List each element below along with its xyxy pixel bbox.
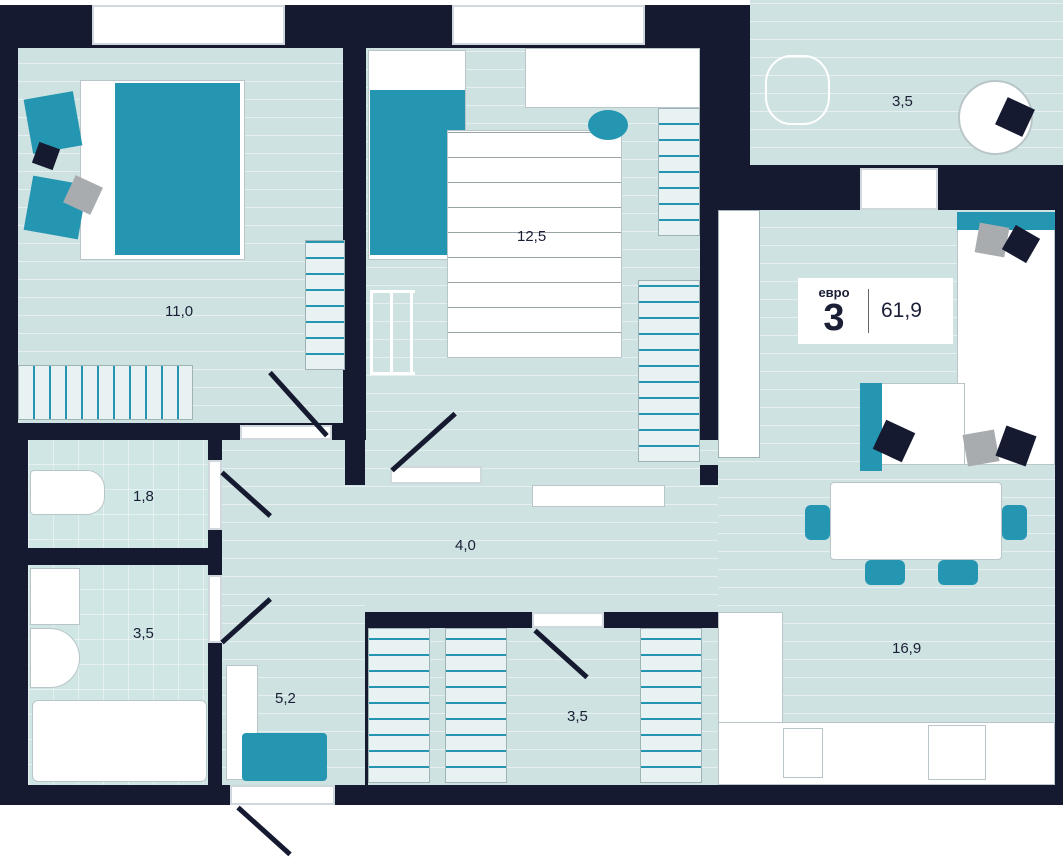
window: [452, 5, 645, 45]
total-area: 61,9: [881, 299, 922, 322]
area-hall: 4,0: [455, 537, 476, 554]
balcony-door: [860, 168, 938, 210]
mat: [242, 733, 327, 781]
chair: [805, 505, 830, 540]
pillow: [962, 429, 1000, 467]
rug: [447, 130, 622, 358]
bookshelf: [718, 210, 760, 458]
bookshelf: [658, 108, 700, 236]
doorway: [208, 575, 222, 643]
area-bedroom-1: 11,0: [165, 303, 194, 320]
chair: [938, 560, 978, 585]
window: [92, 5, 285, 45]
chair: [865, 560, 905, 585]
wardrobe: [640, 628, 702, 783]
bookshelf: [305, 240, 345, 370]
apartment-type: евро 3: [812, 286, 856, 337]
bed-blanket: [115, 83, 240, 255]
area-balcony: 3,5: [892, 93, 913, 110]
area-bathroom: 3,5: [133, 625, 154, 642]
area-storage: 3,5: [567, 708, 588, 725]
doorway: [532, 612, 604, 628]
type-label: евро: [818, 284, 850, 300]
doorway: [390, 466, 482, 484]
chair: [588, 110, 628, 140]
plant-icon: [765, 55, 830, 125]
wall: [700, 465, 718, 485]
chair: [1002, 505, 1027, 540]
divider: [868, 289, 869, 333]
washing-machine: [30, 568, 80, 625]
area-entry-hall: 5,2: [275, 690, 296, 707]
desk: [525, 48, 700, 108]
pillow: [974, 222, 1010, 258]
rooms-count: 3: [823, 296, 845, 339]
wardrobe: [18, 365, 193, 420]
wardrobe: [638, 280, 700, 462]
wardrobe: [445, 628, 507, 783]
sofa: [957, 225, 1055, 465]
pillow: [23, 91, 83, 154]
doorway: [240, 425, 332, 440]
doorway: [230, 785, 335, 805]
shoe-cabinet: [532, 485, 665, 507]
area-bedroom-2: 12,5: [517, 228, 547, 245]
ladder: [370, 290, 415, 375]
wardrobe: [368, 628, 430, 783]
washbasin: [30, 628, 80, 688]
dining-table: [830, 482, 1002, 560]
kitchen-counter: [718, 722, 1055, 785]
door-leaf: [236, 805, 292, 857]
area-living-kitchen: 16,9: [892, 640, 922, 657]
bathtub: [32, 700, 207, 782]
sink: [783, 728, 823, 778]
wall: [345, 440, 365, 485]
stove: [928, 725, 986, 780]
sofa-arm: [860, 383, 882, 471]
area-wc: 1,8: [133, 488, 154, 505]
doorway: [208, 460, 222, 530]
apartment-badge: евро 3 61,9: [798, 278, 953, 344]
toilet: [30, 470, 105, 515]
